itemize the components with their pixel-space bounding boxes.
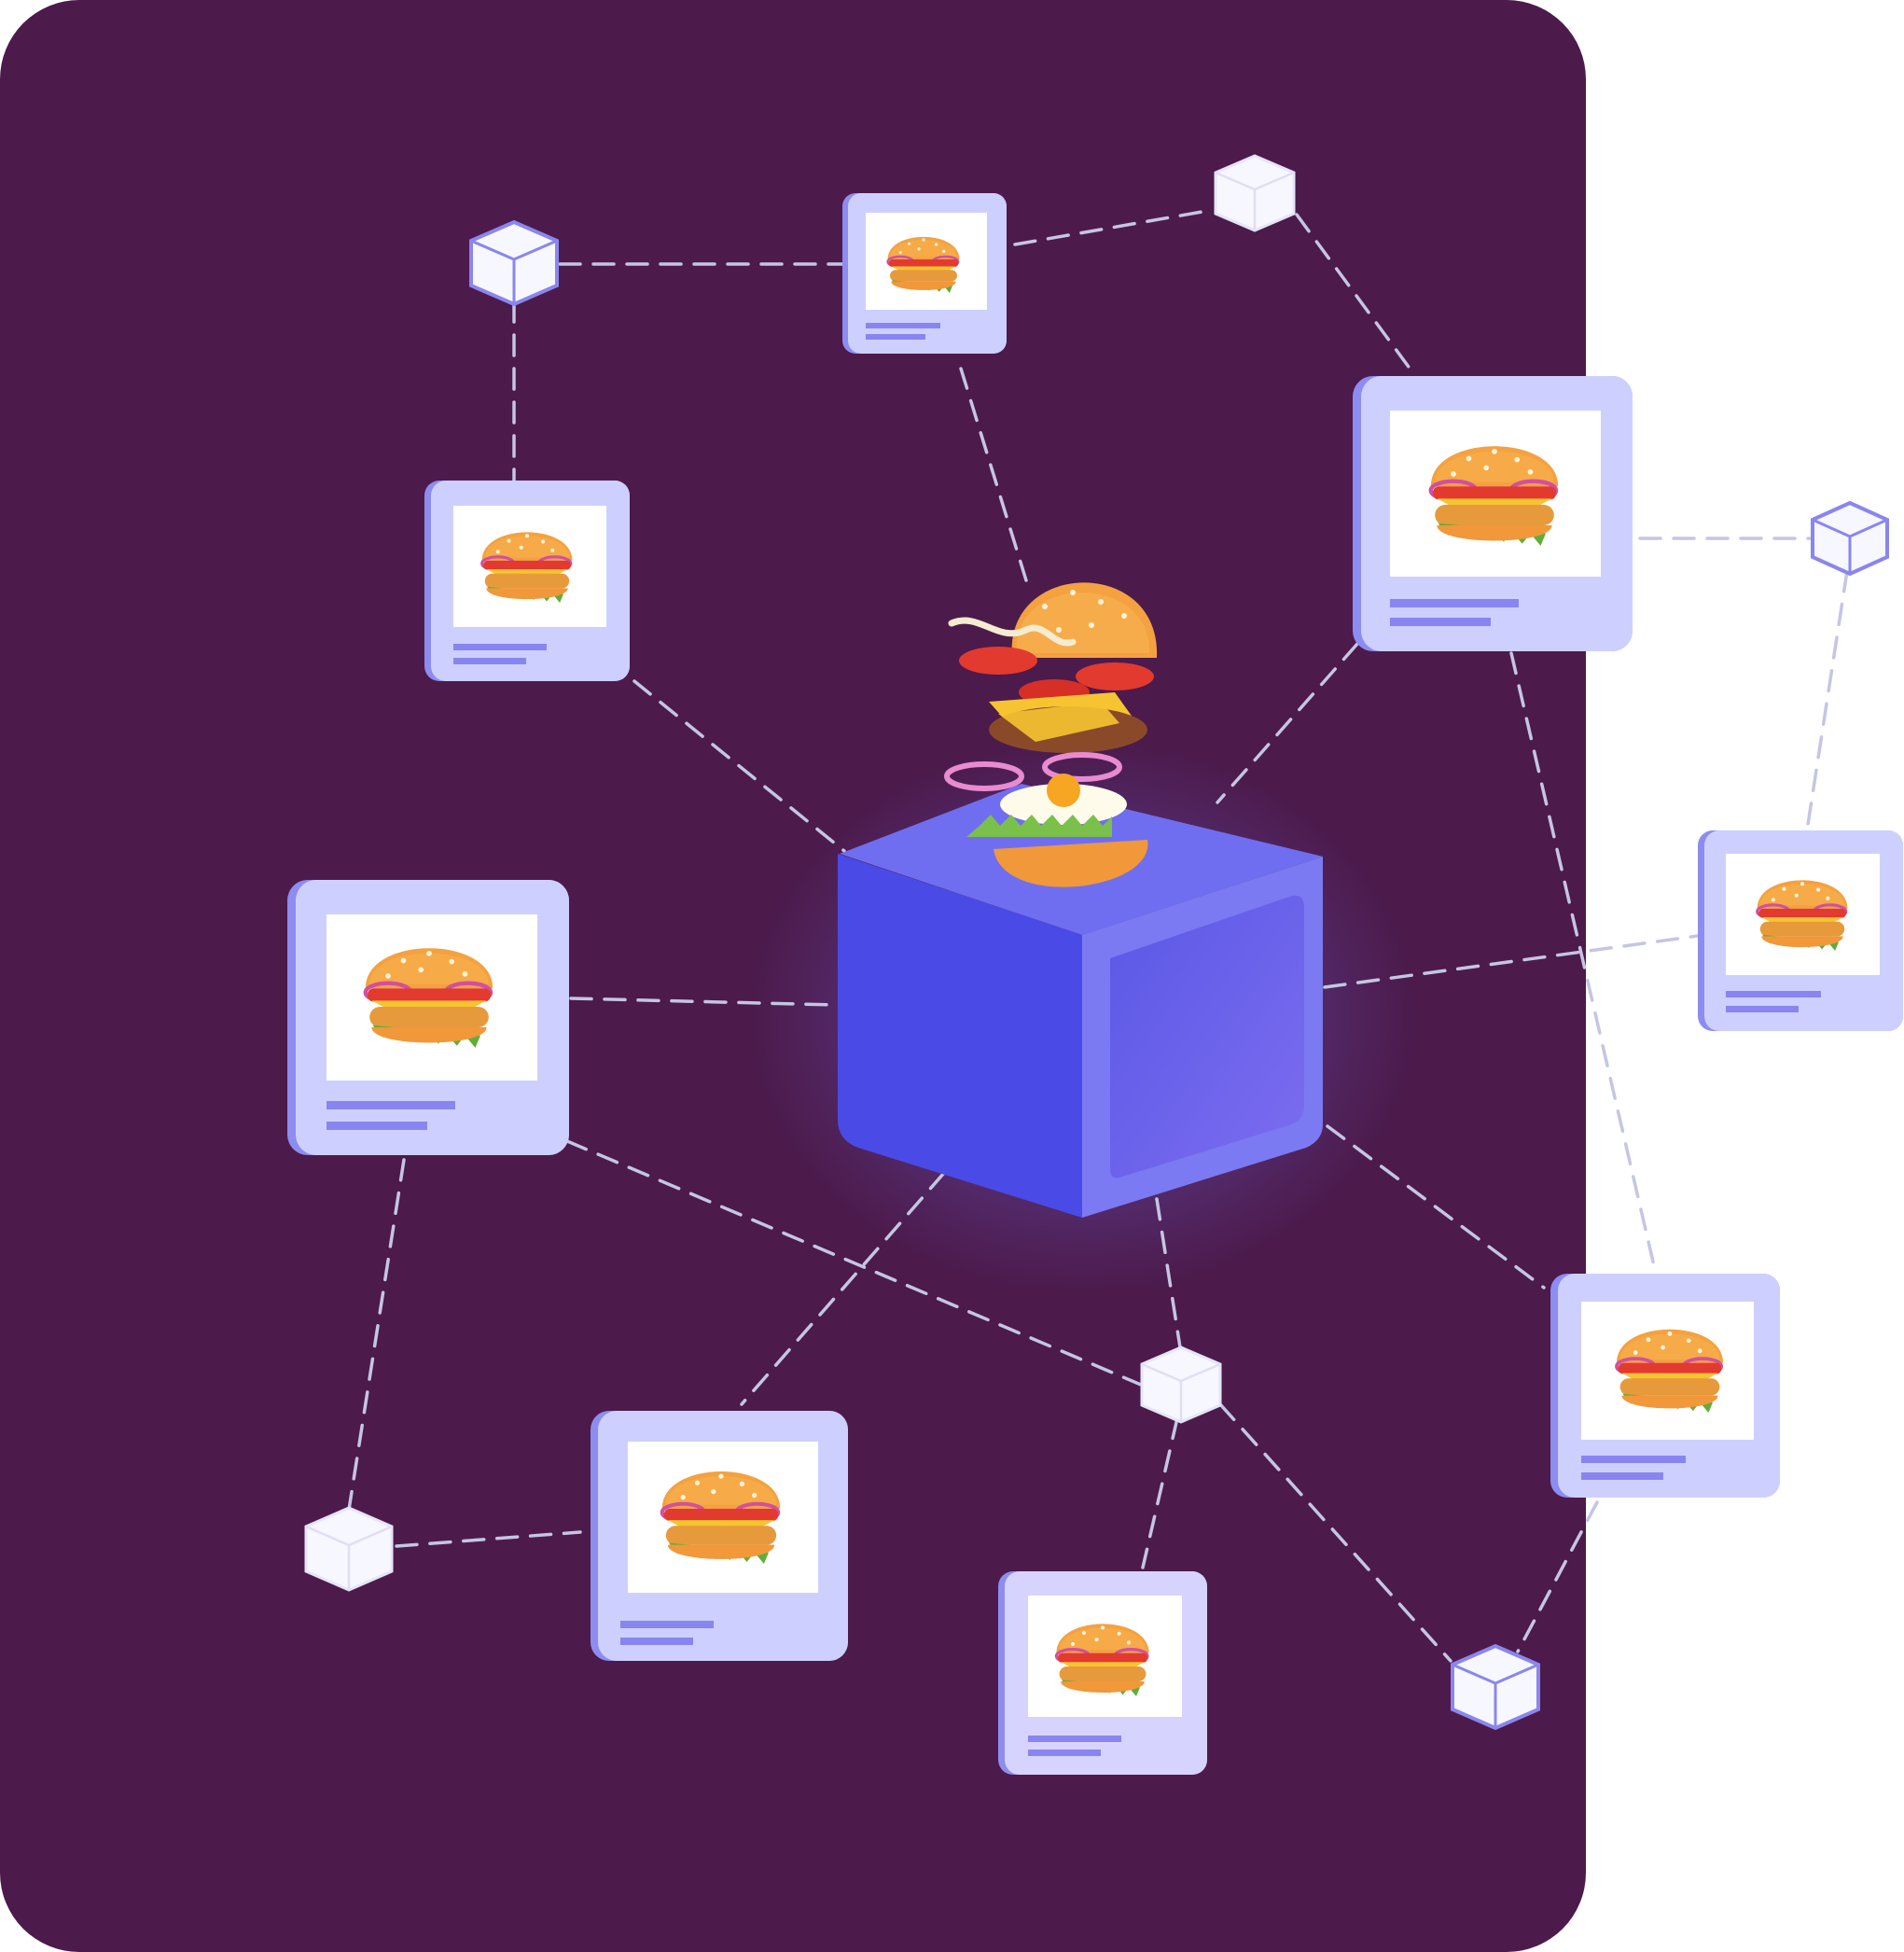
hub-front-face bbox=[838, 854, 1082, 1218]
node-3 bbox=[1811, 500, 1889, 577]
card-caption-line bbox=[327, 1101, 455, 1109]
card-caption-line bbox=[1028, 1750, 1101, 1756]
card-caption-line bbox=[620, 1638, 693, 1645]
card-bottom-center bbox=[998, 1571, 1207, 1775]
card-far-right bbox=[1698, 830, 1903, 1031]
connector bbox=[1323, 934, 1700, 989]
card-caption-line bbox=[1390, 618, 1491, 626]
burger-icon bbox=[480, 530, 574, 605]
connector bbox=[959, 367, 1028, 582]
connector bbox=[1141, 1416, 1179, 1569]
node-5 bbox=[304, 1506, 394, 1592]
exploded-burger bbox=[944, 582, 1158, 887]
card-caption-line bbox=[1726, 1006, 1799, 1012]
burger-icon bbox=[366, 948, 493, 1048]
connector bbox=[569, 997, 838, 1007]
card-caption-line bbox=[1581, 1472, 1663, 1480]
connector bbox=[1216, 642, 1359, 804]
connector bbox=[1155, 1197, 1182, 1349]
card-caption-line bbox=[866, 334, 925, 340]
card-caption-line bbox=[1726, 991, 1821, 997]
burger-icon bbox=[662, 1471, 780, 1564]
burger-icon bbox=[1615, 1327, 1725, 1415]
card-left bbox=[287, 880, 569, 1155]
card-caption-line bbox=[453, 658, 526, 664]
connector bbox=[1805, 569, 1849, 832]
connector bbox=[1326, 1124, 1546, 1290]
connector bbox=[632, 679, 846, 853]
connector bbox=[395, 1530, 582, 1548]
burger-icon bbox=[1756, 878, 1849, 953]
connector bbox=[1516, 1500, 1599, 1653]
card-caption-line bbox=[1390, 599, 1519, 607]
node-1 bbox=[469, 219, 559, 307]
node-6 bbox=[1451, 1643, 1540, 1731]
card-caption-line bbox=[327, 1122, 427, 1130]
connector bbox=[740, 1171, 946, 1406]
card-caption-line bbox=[1028, 1736, 1121, 1742]
burger-icon bbox=[1431, 446, 1558, 546]
connector bbox=[347, 1158, 406, 1512]
card-caption-line bbox=[453, 644, 547, 650]
connector bbox=[565, 1139, 1149, 1389]
card-upper-right bbox=[1353, 376, 1633, 651]
node-2 bbox=[1214, 154, 1296, 232]
hub-side-panel bbox=[1110, 895, 1304, 1178]
card-caption-line bbox=[866, 323, 940, 328]
connector bbox=[1509, 651, 1658, 1276]
card-upper-left bbox=[424, 481, 630, 681]
card-caption-line bbox=[1581, 1456, 1686, 1463]
node-4 bbox=[1140, 1345, 1222, 1424]
connector-lines bbox=[347, 208, 1849, 1663]
card-caption-line bbox=[620, 1621, 714, 1628]
connector bbox=[1013, 208, 1215, 246]
connector bbox=[1295, 213, 1415, 375]
card-bottom-left bbox=[591, 1411, 848, 1661]
card-lower-right bbox=[1550, 1274, 1780, 1498]
burger-icon bbox=[1054, 1622, 1151, 1698]
burger-icon bbox=[886, 235, 961, 295]
card-top bbox=[842, 193, 1007, 354]
connector bbox=[1218, 1402, 1452, 1663]
